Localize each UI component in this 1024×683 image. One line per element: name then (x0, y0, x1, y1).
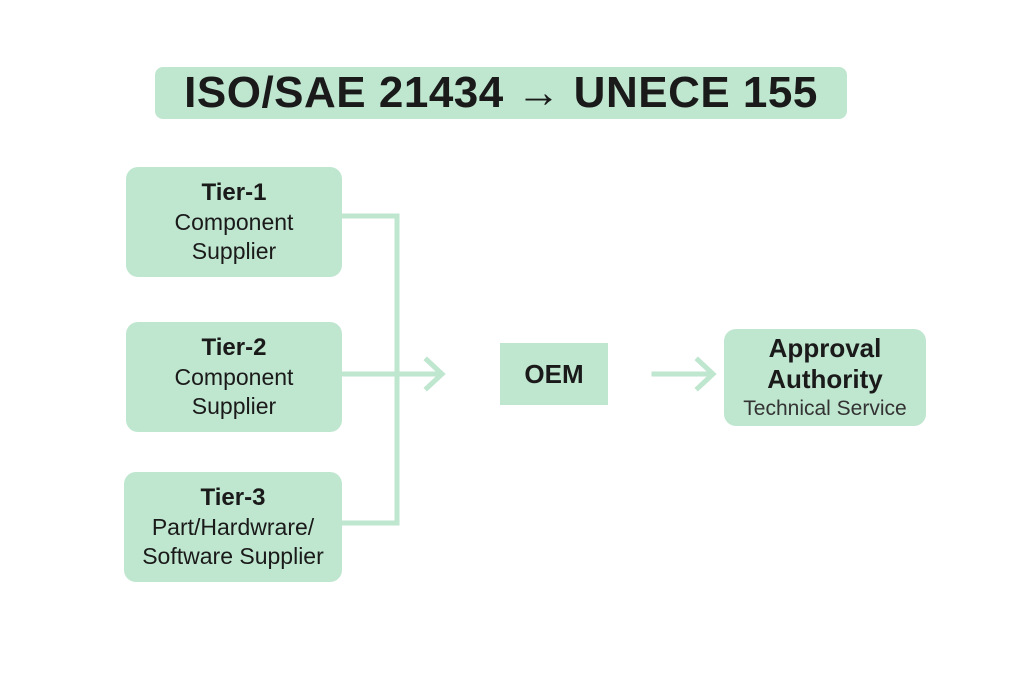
tier1-box: Tier-1 Component Supplier (126, 167, 342, 277)
tier3-line1: Part/Hardwrare/ (151, 514, 315, 541)
diagram-title: ISO/SAE 21434 → UNECE 155 (155, 67, 847, 119)
tier1-line1: Component (174, 209, 294, 236)
tier1-line2: Supplier (191, 238, 277, 264)
arrowhead-to-authority (694, 356, 717, 392)
tier2-box: Tier-2 Component Supplier (126, 322, 342, 432)
tier2-heading: Tier-2 (201, 334, 267, 362)
tier1-connector (339, 213, 400, 377)
tier2-line1: Component (174, 364, 294, 391)
approval-authority-box: Approval Authority Technical Service (724, 329, 926, 426)
tier3-connector (339, 371, 400, 526)
arrowhead-to-oem (423, 356, 446, 392)
tier1-heading: Tier-1 (201, 179, 267, 207)
tier3-box: Tier-3 Part/Hardwrare/ Software Supplier (124, 472, 342, 582)
oem-label: OEM (524, 358, 584, 389)
tier2-line2: Supplier (191, 393, 277, 419)
oem-box: OEM (500, 343, 608, 405)
authority-line2: Authority (767, 364, 883, 395)
authority-line1: Approval (768, 333, 882, 364)
authority-subtitle: Technical Service (743, 396, 907, 420)
tier3-heading: Tier-3 (200, 484, 266, 512)
tier3-line2: Software Supplier (142, 543, 324, 569)
